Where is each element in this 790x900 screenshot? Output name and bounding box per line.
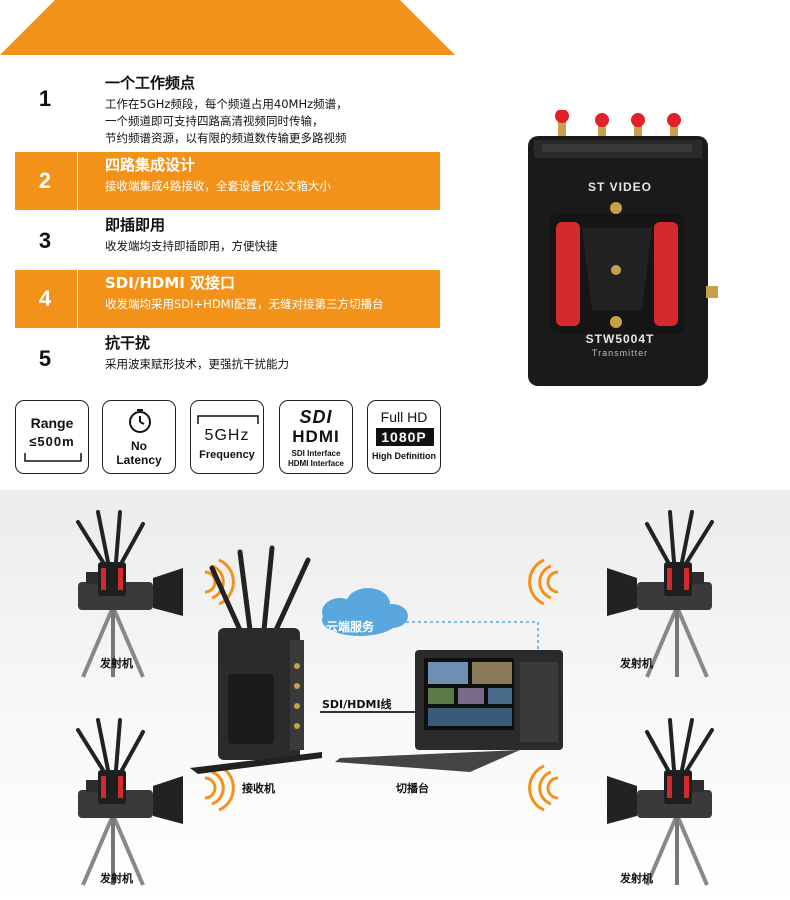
cable-label: SDI/HDMI线 <box>322 698 392 711</box>
badge-text: SDI <box>299 407 333 427</box>
transmitter-label: 发射机 <box>100 657 133 670</box>
feature-4: 4 SDI/HDMI 双接口 收发端均采用SDI+HDMI配置，无缝对接第三方切… <box>15 270 440 328</box>
feature-desc: 收发端均支持即插即用，方便快捷 <box>105 238 278 255</box>
badge-text: Latency <box>116 453 162 467</box>
feature-number: 3 <box>38 228 52 253</box>
divider <box>77 270 78 328</box>
badge-text: Frequency <box>199 449 255 461</box>
badge-text: ≤500m <box>29 434 75 449</box>
product-model: STW5004T <box>585 332 655 346</box>
feature-desc: 接收端集成4路接收，全套设备仅公文箱大小 <box>105 178 331 195</box>
feature-number: 1 <box>38 86 52 111</box>
transmitter-label: 发射机 <box>620 657 653 670</box>
feature-title: SDI/HDMI 双接口 <box>105 274 236 292</box>
feature-title: 抗干扰 <box>105 334 151 352</box>
feature-desc: 收发端均采用SDI+HDMI配置，无缝对接第三方切播台 <box>105 296 384 313</box>
feature-number: 2 <box>38 168 52 193</box>
feature-2: 2 四路集成设计 接收端集成4路接收，全套设备仅公文箱大小 <box>15 152 440 210</box>
badge-text: SDI Interface <box>291 449 341 458</box>
signal-waves-icon <box>203 764 235 812</box>
camera-transmitter-icon <box>605 718 714 887</box>
feature-desc: 采用波束赋形技术，更强抗干扰能力 <box>105 356 289 373</box>
receiver-label: 接收机 <box>242 782 275 795</box>
cloud-label: 云端服务 <box>326 620 375 634</box>
camera-transmitter-icon <box>76 718 185 887</box>
badge-text: HDMI Interface <box>287 459 344 468</box>
switcher-label: 切播台 <box>396 782 429 795</box>
signal-waves-icon <box>528 764 560 812</box>
feature-desc-line: 一个频道即可支持四路高清视频同时传输， <box>105 114 324 128</box>
camera-transmitter-icon <box>76 510 185 679</box>
badge-text: 5GHz <box>204 427 250 444</box>
feature-5: 5 抗干扰 采用波束赋形技术，更强抗干扰能力 <box>15 330 440 388</box>
badge-text: Range <box>30 415 74 431</box>
divider <box>77 212 78 270</box>
transmitter-label: 发射机 <box>100 872 133 885</box>
transmitter-product-image: ST VIDEO STW5004T Transmitter <box>520 109 720 390</box>
feature-desc-line: 收发端均采用SDI+HDMI配置，无缝对接第三方切播台 <box>105 297 384 311</box>
feature-3: 3 即插即用 收发端均支持即插即用，方便快捷 <box>15 212 440 270</box>
switcher-icon <box>335 650 563 772</box>
receiver-icon <box>190 545 322 774</box>
interface-badge: SDI HDMI SDI Interface HDMI Interface <box>279 400 353 474</box>
cloud-icon <box>322 588 408 636</box>
hd-badge: Full HD 1080P High Definition <box>367 400 441 474</box>
latency-badge: No Latency <box>102 400 176 474</box>
divider <box>77 152 78 210</box>
feature-number: 4 <box>38 286 52 311</box>
feature-number: 5 <box>38 346 52 371</box>
frequency-badge: 5GHz Frequency <box>190 400 264 474</box>
camera-transmitter-icon <box>605 510 714 679</box>
frequency-bracket-icon <box>197 415 259 424</box>
feature-desc-line: 工作在5GHz频段，每个频道占用40MHz频谱， <box>105 97 348 111</box>
product-brand: ST VIDEO <box>587 180 652 194</box>
feature-desc-line: 采用波束赋形技术，更强抗干扰能力 <box>105 357 289 371</box>
badge-text: High Definition <box>372 451 436 461</box>
product-subtitle: Transmitter <box>591 348 649 358</box>
range-badge: Range ≤500m <box>15 400 89 474</box>
badge-text: 1080P <box>381 429 427 445</box>
divider <box>77 70 78 128</box>
range-bracket-icon <box>24 453 82 462</box>
signal-waves-icon <box>528 558 560 606</box>
badge-text: No <box>131 439 147 453</box>
transmitter-label: 发射机 <box>620 872 653 885</box>
antenna-connector-icon <box>555 109 681 138</box>
feature-desc: 工作在5GHz频段，每个频道占用40MHz频谱， 一个频道即可支持四路高清视频同… <box>105 96 348 147</box>
feature-title: 即插即用 <box>105 216 166 234</box>
divider <box>77 330 78 388</box>
badge-text: HDMI <box>292 427 340 446</box>
stopwatch-icon <box>129 409 151 433</box>
feature-desc-line: 接收端集成4路接收，全套设备仅公文箱大小 <box>105 179 331 193</box>
deployment-diagram: 云端服务 SDI/HDMI线 发射机 发射机 接收机 切播台 发射机 发射机 <box>0 490 790 900</box>
top-banner <box>0 0 790 60</box>
feature-title: 一个工作频点 <box>105 74 196 92</box>
feature-desc-line: 收发端均支持即插即用，方便快捷 <box>105 239 278 253</box>
feature-desc-line: 节约频谱资源，以有限的频道数传输更多路视频 <box>105 131 347 145</box>
resolution-box <box>376 428 434 446</box>
badge-text: Full HD <box>380 409 428 425</box>
feature-1: 1 一个工作频点 工作在5GHz频段，每个频道占用40MHz频谱， 一个频道即可… <box>15 70 440 145</box>
feature-title: 四路集成设计 <box>105 156 196 174</box>
